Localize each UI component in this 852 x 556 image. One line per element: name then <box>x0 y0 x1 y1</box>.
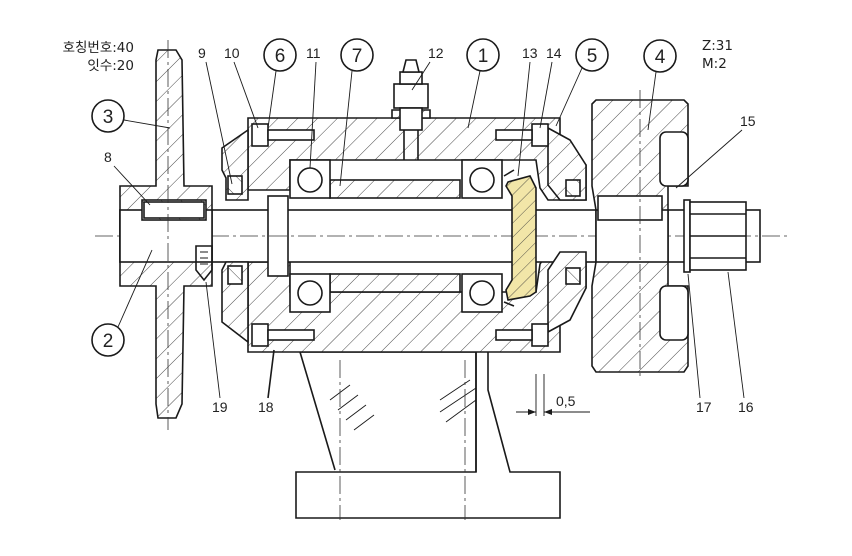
gear <box>591 90 689 380</box>
part-number-13: 13 <box>517 45 538 177</box>
part-number-18: 18 <box>258 349 275 415</box>
set-screw <box>195 245 213 282</box>
svg-text:18: 18 <box>258 399 274 415</box>
part-number-19: 19 <box>205 281 228 415</box>
balloon-2: 2 <box>91 249 153 357</box>
balloon-7: 7 <box>339 38 374 187</box>
balloon-1: 1 <box>466 38 500 129</box>
svg-text:1: 1 <box>478 46 489 67</box>
dimension-gap: 0,5 <box>516 374 590 416</box>
balloon-5: 5 <box>555 38 609 127</box>
washer <box>683 199 691 273</box>
svg-text:2: 2 <box>103 331 114 352</box>
teeth-spec: 잇수:20 <box>87 58 134 74</box>
svg-text:7: 7 <box>352 46 363 67</box>
bearing-right <box>461 159 503 313</box>
part-number-9: 9 <box>198 45 233 185</box>
part-number-11: 11 <box>306 45 321 169</box>
part-number-8: 8 <box>104 149 151 206</box>
svg-text:10: 10 <box>224 45 240 61</box>
nut <box>689 201 747 271</box>
cover-right <box>547 126 587 334</box>
part-number-15: 15 <box>675 113 756 189</box>
dimension-label: 0,5 <box>556 393 576 409</box>
svg-text:15: 15 <box>740 113 756 129</box>
base-bracket <box>295 351 561 520</box>
svg-text:4: 4 <box>655 47 666 68</box>
bolts <box>251 123 549 347</box>
spec-block: 호칭번호:40 잇수:20 Z:31 M:2 <box>63 38 733 74</box>
svg-text:12: 12 <box>428 45 444 61</box>
sprocket-spec: 호칭번호:40 <box>63 40 134 56</box>
svg-text:11: 11 <box>306 45 321 61</box>
balloon-3: 3 <box>91 99 171 133</box>
svg-text:14: 14 <box>546 45 562 61</box>
gear-teeth: Z:31 <box>702 38 733 54</box>
part-number-16: 16 <box>727 271 754 415</box>
balloon-6: 6 <box>263 38 297 129</box>
svg-text:5: 5 <box>587 46 598 67</box>
svg-text:6: 6 <box>275 46 286 67</box>
gear-module: M:2 <box>702 56 727 72</box>
svg-text:17: 17 <box>696 399 712 415</box>
part-number-12: 12 <box>411 45 444 91</box>
part-number-10: 10 <box>224 45 259 129</box>
svg-text:16: 16 <box>738 399 754 415</box>
bearing-left <box>289 159 331 313</box>
part-number-17: 17 <box>687 273 712 415</box>
sprocket <box>119 40 213 430</box>
svg-text:9: 9 <box>198 45 206 61</box>
svg-text:19: 19 <box>212 399 228 415</box>
cover-left <box>221 128 249 344</box>
balloon-4: 4 <box>643 39 677 131</box>
spacer-tube <box>329 179 461 293</box>
svg-text:8: 8 <box>104 149 112 165</box>
part-number-14: 14 <box>539 45 562 129</box>
grease-nipple <box>393 59 429 160</box>
highlighted-sleeve <box>503 169 537 307</box>
svg-text:3: 3 <box>103 107 114 128</box>
svg-text:13: 13 <box>522 45 538 61</box>
